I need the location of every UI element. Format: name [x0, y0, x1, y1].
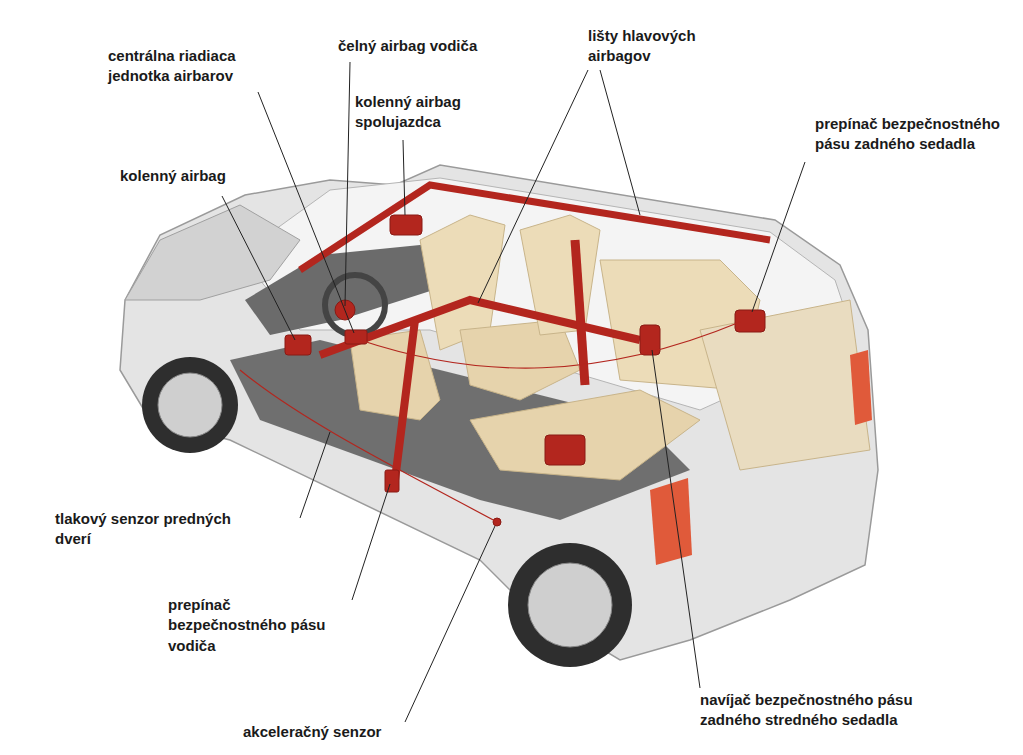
front-wheel-rim [158, 373, 222, 437]
rear-belt-buckle [545, 435, 585, 465]
part-label: čelný airbag vodiča [338, 36, 518, 56]
leader-line [222, 196, 295, 340]
belt-switch-rear [735, 310, 765, 332]
knee-airbag-passenger [390, 215, 422, 235]
car-body [120, 165, 878, 660]
tail-light [850, 350, 872, 425]
leader-line [403, 140, 405, 215]
trunk-floor [700, 300, 870, 470]
rear-wheel-tire [508, 543, 632, 667]
leader-line [352, 484, 390, 600]
leader-line [478, 70, 588, 303]
control-unit [345, 330, 367, 344]
leader-line [345, 62, 350, 306]
belt-switch-driver [385, 470, 399, 492]
leader-line [752, 162, 805, 312]
head-airbag-rail [300, 185, 770, 270]
part-label: lišty hlavových airbagov [588, 26, 728, 67]
part-label: prepínač bezpečnostného pásu zadného sed… [815, 114, 1018, 155]
part-label: tlakový senzor predných dverí [55, 509, 270, 550]
part-label: kolenný airbag [120, 166, 260, 186]
leader-line [258, 92, 354, 333]
head-airbag-rail [320, 300, 640, 355]
leader-line [600, 70, 640, 215]
rear-seat [470, 390, 700, 480]
leader-line [652, 350, 700, 688]
leader-line [300, 432, 330, 518]
safety-parts [285, 185, 770, 526]
part-label: centrálna riadiaca jednotka airbarov [108, 46, 258, 87]
leader-line [405, 526, 495, 722]
b-pillar-strip [575, 240, 585, 385]
tail-light [650, 478, 692, 565]
part-label: prepínač bezpečnostného pásu vodiča [168, 595, 338, 656]
part-label: kolenný airbag spolujazdca [355, 92, 480, 133]
seatbelt-strip [395, 320, 415, 480]
front-wheel-tire [142, 357, 238, 453]
part-label: navíjač bezpečnostného pásu zadného stre… [700, 690, 950, 731]
knee-airbag [285, 335, 311, 355]
part-label: akceleračný senzor [243, 722, 433, 742]
rear-wheel-rim [528, 563, 612, 647]
